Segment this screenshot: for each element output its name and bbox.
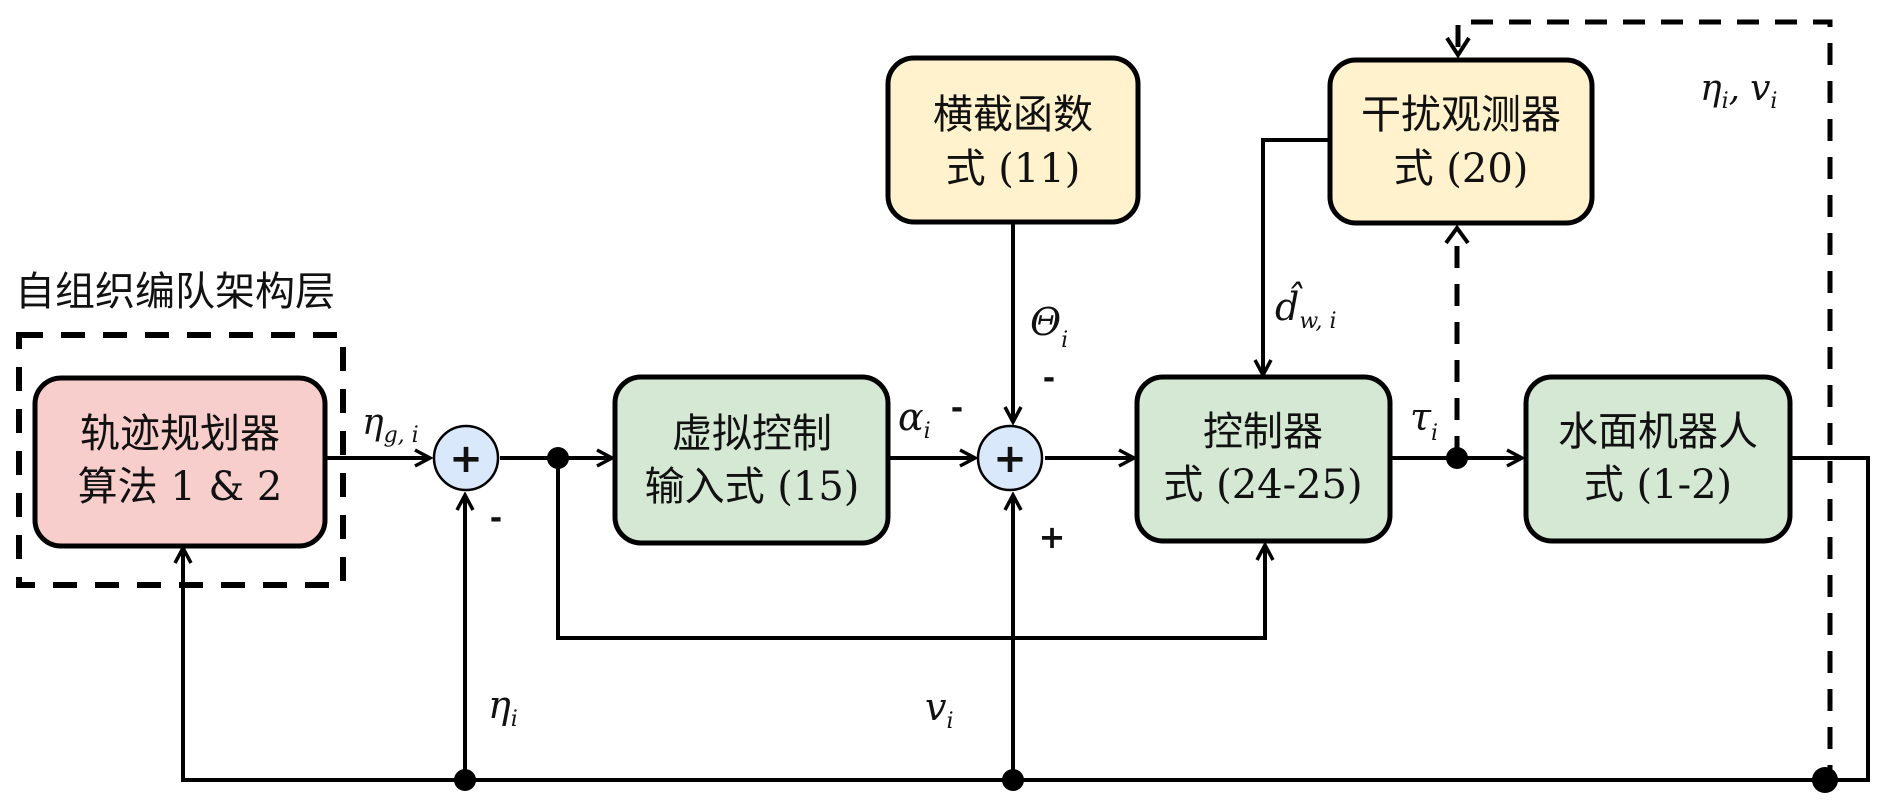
signal-eta-g: ηg, i — [362, 402, 419, 448]
robot-label-line1: 水面机器人 — [1558, 409, 1758, 455]
controller-label-line1: 控制器 — [1203, 409, 1323, 455]
junction-dot-state — [1812, 767, 1838, 793]
wire-error-to-controller — [556, 458, 1265, 640]
sum2-sign-bottom: + — [1039, 518, 1066, 556]
virtual-control-label-line2: 输入式 (15) — [645, 464, 860, 510]
observer-label-line1: 干扰观测器 — [1361, 92, 1561, 138]
sum1-sign-bottom: - — [490, 501, 502, 536]
signal-tau: τi — [1410, 395, 1438, 446]
block-surface-robot[interactable]: 水面机器人 式 (1-2) — [1523, 374, 1793, 544]
signal-eta-v-feedback: ηi,vi — [1700, 68, 1777, 114]
summing-junction-1[interactable]: + — [432, 424, 500, 492]
controller-label-line2: 式 (24-25) — [1163, 462, 1362, 508]
junction-dot-tau — [1446, 447, 1468, 469]
wire-feedback-loop — [183, 456, 1870, 782]
summing-junction-2[interactable]: + — [976, 424, 1044, 492]
planner-label-line1: 轨迹规划器 — [80, 411, 280, 457]
junction-dot-v — [1002, 769, 1024, 791]
wire-observer-to-controller — [1263, 138, 1330, 375]
observer-label-line2: 式 (20) — [1394, 146, 1529, 192]
block-disturbance-observer[interactable]: 干扰观测器 式 (20) — [1327, 57, 1595, 226]
block-virtual-control[interactable]: 虚拟控制 输入式 (15) — [612, 374, 891, 546]
robot-label-line2: 式 (1-2) — [1584, 462, 1732, 508]
block-cross-section-function[interactable]: 横截函数 式 (11) — [885, 55, 1141, 225]
block-planner[interactable]: 轨迹规划器 算法 1 & 2 — [32, 375, 328, 549]
sum2-sign-left: - — [951, 391, 963, 426]
sum2-sign-top: - — [1043, 361, 1055, 396]
virtual-control-label-line1: 虚拟控制 — [672, 411, 832, 457]
sum1-symbol: + — [449, 436, 483, 482]
cross-section-label-line2: 式 (11) — [946, 146, 1081, 192]
layer-title: 自组织编队架构层 — [15, 269, 335, 315]
cross-section-label-line1: 横截函数 — [933, 92, 1093, 138]
arrowhead-observer-bottom — [1444, 224, 1470, 245]
planner-label-line2: 算法 1 & 2 — [78, 464, 283, 510]
signal-d-hat: d̂w, i — [1275, 282, 1337, 334]
sum2-symbol: + — [993, 436, 1027, 482]
signal-eta: ηi — [488, 683, 518, 732]
signal-v: vi — [925, 685, 954, 734]
signal-alpha: αi — [898, 395, 931, 444]
signal-theta: Θi — [1030, 300, 1068, 353]
junction-dot-error — [547, 447, 569, 469]
junction-dot-eta — [454, 769, 476, 791]
arrowhead-observer-top — [1445, 36, 1471, 59]
block-controller[interactable]: 控制器 式 (24-25) — [1134, 374, 1393, 544]
